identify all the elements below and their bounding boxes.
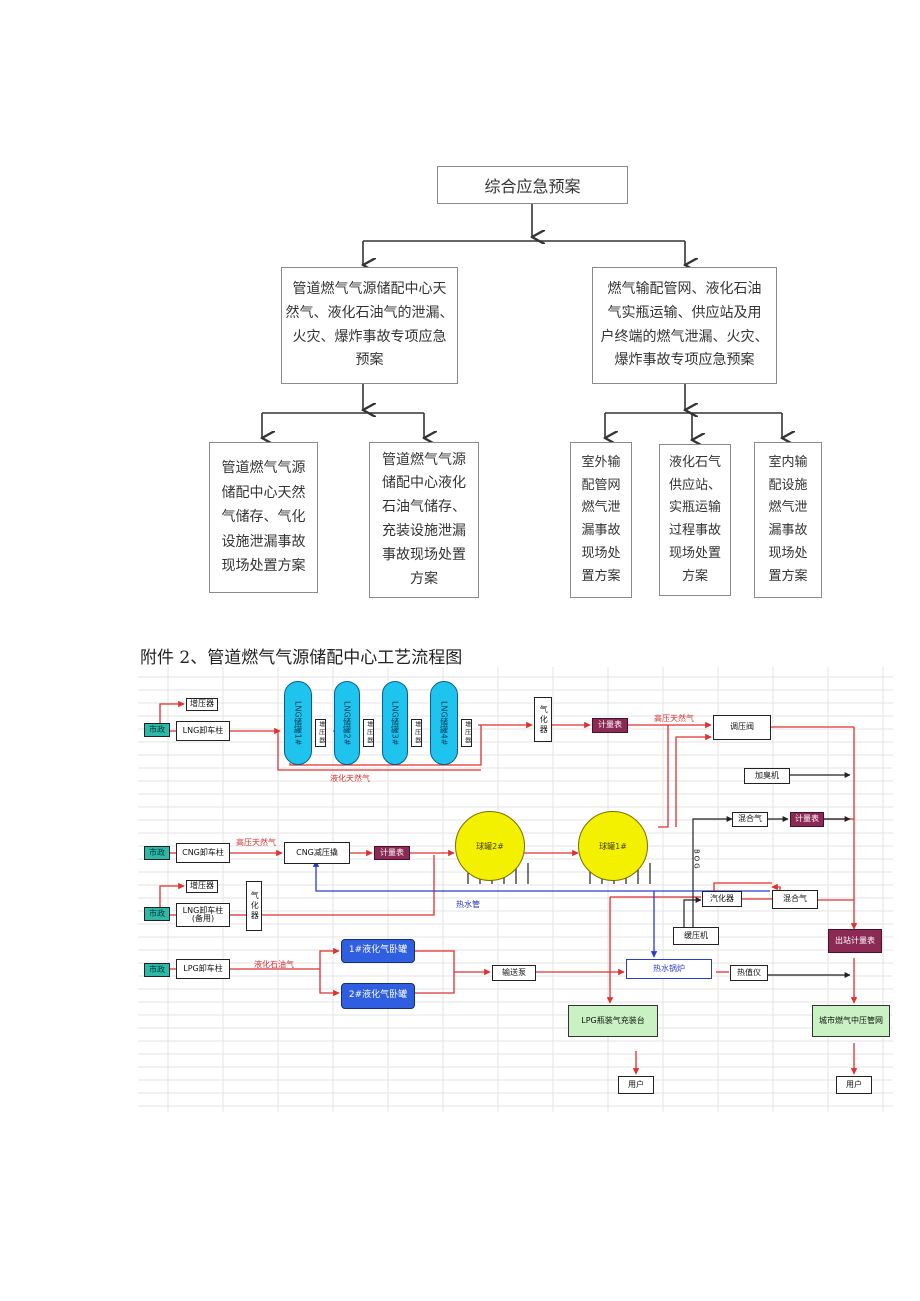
lpg-unload-box: LPG卸车柱 (176, 959, 230, 979)
vaporizer-box-2: 汽化器 (702, 891, 742, 907)
tank-booster-3: 增压器 (411, 719, 422, 747)
cng-station-box: CNG减压撬 (284, 842, 350, 864)
source-municipal-3: 市政 (144, 907, 170, 921)
sphere-tank-1: 球罐1# (578, 811, 648, 881)
lpg-filling-box: LPG瓶装气充装台 (568, 1005, 658, 1037)
user-box-2: 用户 (836, 1076, 872, 1094)
lpg-line-label: 液化石油气 (254, 960, 294, 969)
lng-tank-3: LNG储罐3# (382, 681, 408, 765)
tank-booster-2: 增压器 (363, 719, 374, 747)
pressure-regulator-box: 调压阀 (713, 715, 771, 740)
meter-box-3: 计量表 (790, 812, 824, 827)
lng-tank-2: LNG储罐2# (334, 681, 360, 765)
level3-box-4: 室内输 配设施 燃气泄 漏事故 现场处 置方案 (754, 442, 822, 598)
water-line-label: 热水管 (456, 900, 480, 909)
mix-gas-box: 混合气 (732, 812, 768, 827)
lng-return-label: 液化天然气 (330, 774, 370, 783)
lng-tank-4: LNG储罐4# (430, 681, 458, 765)
lng-unload-backup-box: LNG卸车柱 (备用) (176, 903, 230, 927)
level3-label-1: 管道燃气气源 储配中心液化 石油气储存、 充装设施泄漏 事故现场处置 方案 (382, 451, 466, 587)
vaporizer-box-1: 气化器 (246, 881, 262, 931)
lpg-tank-2: 2#液化气卧罐 (341, 983, 415, 1009)
tank-booster-1: 增压器 (315, 719, 326, 747)
vaporizer-main-box: 气化器 (534, 697, 552, 742)
flow-lines (138, 667, 893, 1112)
level3-box-0: 管道燃气气源 储配中心天然 气储存、气化 设施泄漏事故 现场处置方案 (209, 442, 318, 593)
level3-label-2: 室外输 配管网 燃气泄 漏事故 现场处 置方案 (581, 454, 621, 584)
outlet-meter-box: 出站计量表 (828, 929, 882, 953)
user-box-1: 用户 (618, 1076, 654, 1094)
level2-box-1: 燃气输配管网、液化石油 气实瓶运输、供应站及用 户终端的燃气泄漏、火灾、 爆炸事… (592, 267, 777, 384)
source-municipal-2: 市政 (144, 846, 170, 860)
water-heater-box: 热水锅炉 (626, 959, 712, 979)
level2-label-1: 燃气输配管网、液化石油 气实瓶运输、供应站及用 户终端的燃气泄漏、火灾、 爆炸事… (600, 280, 769, 369)
lng-unload-box: LNG卸车柱 (176, 721, 230, 741)
diagram-caption: 附件 2、管道燃气气源储配中心工艺流程图 (140, 648, 463, 668)
source-municipal-4: 市政 (144, 963, 170, 977)
org-chart-connectors (0, 204, 920, 640)
level2-box-0: 管道燃气气源储配中心天 然气、液化石油气的泄漏、 火灾、爆炸事故专项应急 预案 (281, 267, 458, 384)
cng-line-label: 高压天然气 (236, 838, 276, 847)
level3-label-4: 室内输 配设施 燃气泄 漏事故 现场处 置方案 (768, 454, 808, 584)
level3-label-3: 液化石气 供应站、 实瓶运输 过程事故 现场处置 方案 (668, 454, 721, 584)
level3-box-2: 室外输 配管网 燃气泄 漏事故 现场处 置方案 (570, 442, 632, 598)
lng-tank-1: LNG储罐1# (284, 681, 312, 765)
cng-unload-box: CNG卸车柱 (176, 843, 230, 863)
meter-box-2: 计量表 (374, 846, 410, 860)
level3-box-1: 管道燃气气源 储配中心液化 石油气储存、 充装设施泄漏 事故现场处置 方案 (369, 442, 479, 598)
bog-vertical-box: BOG (692, 849, 701, 871)
city-network-box: 城市燃气中压管网 (812, 1005, 890, 1037)
lpg-tank-1: 1#液化气卧罐 (341, 939, 415, 963)
odorizer-box: 加臭机 (744, 768, 790, 784)
tank-booster-4: 增压器 (461, 719, 472, 747)
analyzer-box: 热值仪 (730, 965, 768, 981)
process-flow-diagram: 市政 市政 市政 市政 增压器 LNG卸车柱 CNG卸车柱 CNG减压撬 计量表… (138, 667, 893, 1112)
level2-label-0: 管道燃气气源储配中心天 然气、液化石油气的泄漏、 火灾、爆炸事故专项应急 预案 (285, 280, 454, 369)
sphere-tank-2: 球罐2# (455, 811, 525, 881)
booster-box-2: 增压器 (186, 880, 218, 893)
pump-box: 输送泵 (492, 965, 536, 981)
grid-lines (138, 667, 893, 1112)
mixer-box: 混合气 (772, 890, 818, 909)
compressor-box: 缓压机 (673, 927, 719, 945)
root-plan-box: 综合应急预案 (437, 166, 628, 204)
lng-booster-box: 增压器 (186, 698, 218, 711)
meter-box-1: 计量表 (592, 718, 628, 733)
level3-box-3: 液化石气 供应站、 实瓶运输 过程事故 现场处置 方案 (659, 444, 731, 596)
level3-label-0: 管道燃气气源 储配中心天然 气储存、气化 设施泄漏事故 现场处置方案 (221, 460, 306, 575)
source-municipal-1: 市政 (144, 723, 170, 737)
gas-out-label: 高压天然气 (654, 714, 694, 723)
root-plan-label: 综合应急预案 (484, 177, 581, 196)
